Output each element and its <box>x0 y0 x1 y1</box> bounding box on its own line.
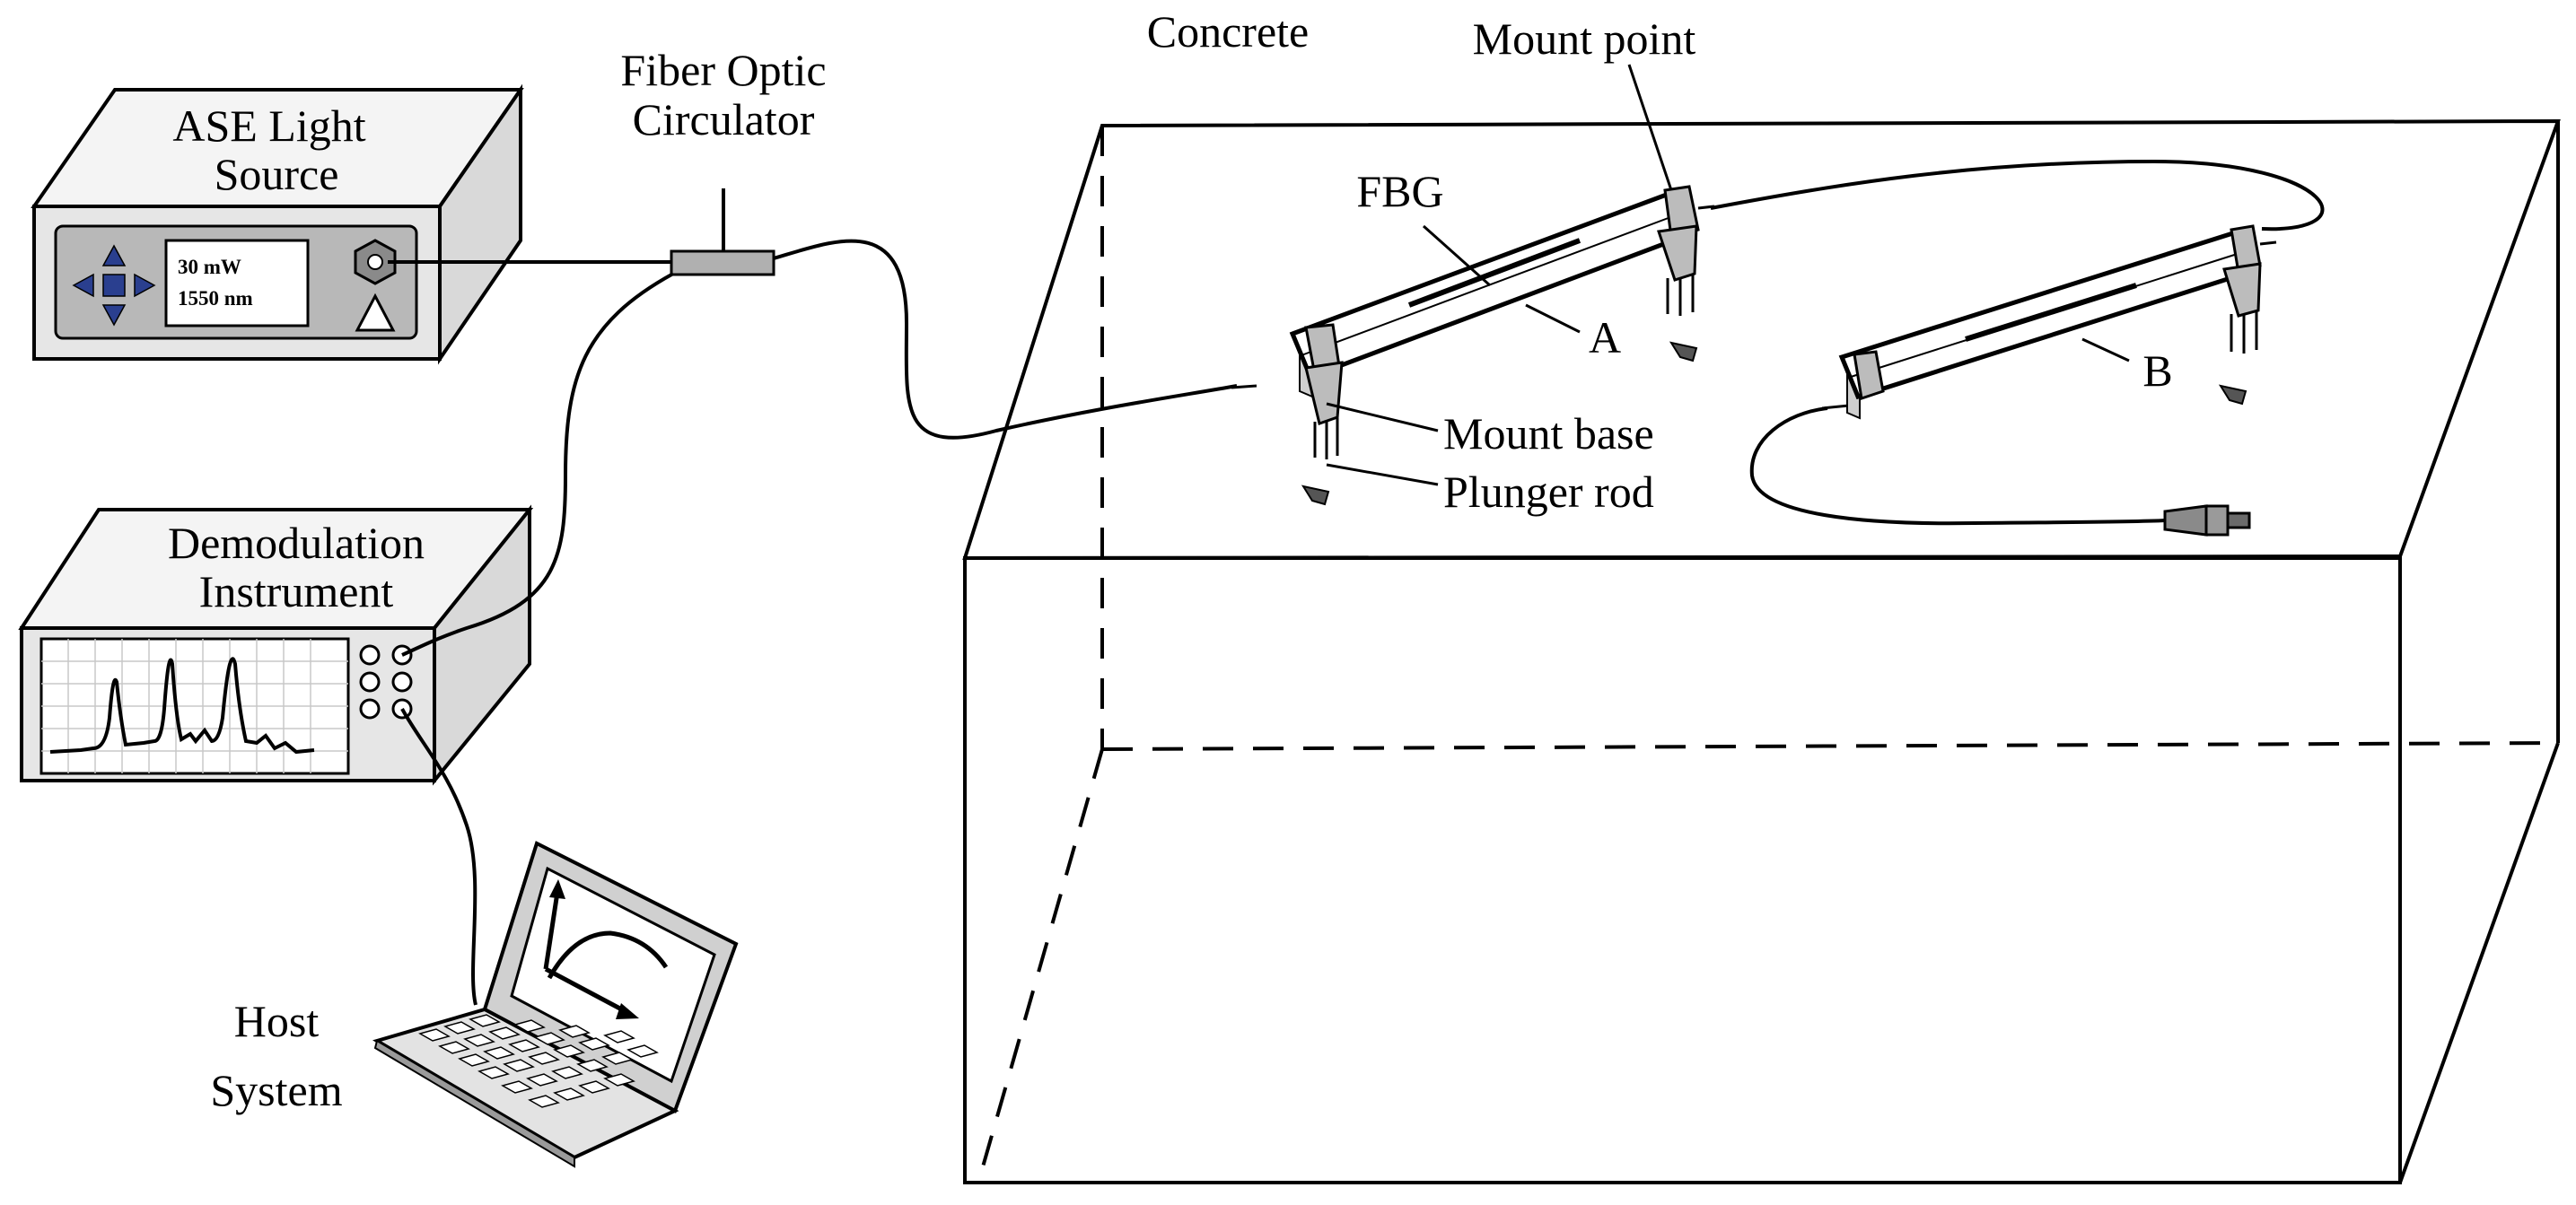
mount-point-label: Mount point <box>1473 13 1696 64</box>
warning-triangle-icon <box>355 293 396 332</box>
demodulation-instrument: Demodulation Instrument <box>18 504 534 786</box>
ase-display <box>164 239 310 327</box>
demod-title-line1: Demodulation <box>168 518 425 568</box>
fiber-sensor-a-to-sensor-b <box>1710 159 2325 231</box>
fiber-optic-circulator: Fiber Optic Circulator <box>620 45 827 276</box>
fiber-demod-to-laptop <box>400 708 478 1006</box>
sensor-b-mount-base-left <box>1853 350 1885 400</box>
ase-light-source: 30 mW 1550 nm ASE Light Source <box>31 83 524 365</box>
ase-title-line1: ASE Light <box>172 100 365 151</box>
spectrum-trace <box>49 657 315 755</box>
visible-edges <box>962 118 2561 1184</box>
host-label-line1: Host <box>234 996 320 1046</box>
fiber-cables <box>388 159 2325 1006</box>
sensor-b-label: B <box>2142 345 2172 396</box>
sensor-a-plunger-rod-icon <box>1301 341 1698 506</box>
concrete-label: Concrete <box>1147 6 1309 57</box>
sensor-b <box>1821 224 2277 420</box>
laptop-icon: Host System <box>210 841 739 1168</box>
connector-icon <box>354 239 397 285</box>
arrow-pad-icon <box>72 244 156 327</box>
host-label-line2: System <box>210 1065 342 1115</box>
ase-title-line2: Source <box>215 149 339 199</box>
sensor-a-mount-base-right <box>1657 185 1700 316</box>
fiber-end-connector-icon <box>2163 504 2251 537</box>
circulator-label-line1: Fiber Optic <box>620 45 826 95</box>
fiber-circulator-to-demod <box>401 272 674 657</box>
laptop-chart-axis-x <box>544 966 632 1017</box>
ase-display-power: 30 mW <box>178 256 241 278</box>
ase-display-wavelength: 1550 nm <box>178 287 253 310</box>
plunger-rod-label: Plunger rod <box>1443 467 1654 517</box>
sensor-b-mount-base-right <box>2222 224 2262 354</box>
fiber-circulator-to-sensor-a <box>773 239 1238 440</box>
hidden-edges <box>977 126 2559 1183</box>
laptop-chart-axis-y <box>543 886 561 970</box>
sensor-b-plunger-rod-icon <box>2218 384 2247 406</box>
concrete-block <box>962 118 2561 1184</box>
laptop-chart-curve <box>547 930 669 980</box>
circulator-label-line2: Circulator <box>633 94 815 144</box>
sensor-a-label: A <box>1589 312 1621 362</box>
demod-title-line2: Instrument <box>199 566 394 616</box>
keyboard-keys <box>418 1014 659 1108</box>
fbg-grating-line <box>1407 238 1582 308</box>
fbg-grating-line-b <box>1965 283 2137 342</box>
leader-lines <box>1326 64 2130 486</box>
sensor-a-mount-base-left <box>1304 323 1344 459</box>
mount-base-label: Mount base <box>1443 408 1654 458</box>
fbg-label: FBG <box>1356 166 1443 216</box>
fiber-sensor-b-to-end <box>1749 406 2169 526</box>
